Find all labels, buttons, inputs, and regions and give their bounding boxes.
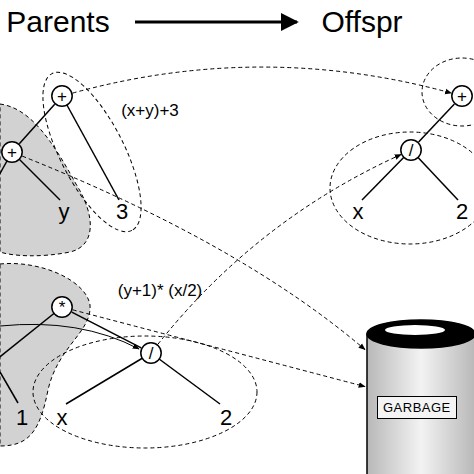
leaf-label: 3 [116,201,128,223]
operator-symbol: + [7,144,17,161]
heading-label: Offspr [321,7,402,37]
tree-branch [72,312,141,348]
circle-shape [141,343,161,363]
operator-symbol: / [149,345,154,362]
transfer-arrow [73,67,452,93]
tree-branch [19,104,54,144]
leaf-label: 2 [456,201,468,223]
bin-body [367,334,474,474]
operator-circle: + [1,141,23,163]
operator-circle: / [400,139,422,161]
heading-label: Parents [6,7,109,37]
leaf-label: 1 [16,407,28,429]
expression-label: (y+1)* (x/2) [118,282,203,299]
circle-shape [401,140,421,160]
leaf-label: x [353,201,364,223]
circle-shape [52,297,72,317]
transfer-arrow [158,155,401,345]
shaded-subtree [0,104,90,256]
circle-shape [2,142,22,162]
bin-highlight [385,325,445,335]
dashed-region [33,336,257,448]
circle-shape [452,86,472,106]
tree-branch [0,372,18,403]
tree-branch [66,353,151,404]
direction-arrow [135,21,297,24]
dashed-region [24,59,161,245]
circle-shape [52,86,72,106]
operator-symbol: + [457,88,467,105]
leaf-label: 2 [220,407,232,429]
transfer-arrow [73,310,365,387]
transfer-arrow [22,156,365,350]
garbage-bin: GARBAGE [365,318,474,474]
tree-branch [419,104,455,142]
operator-symbol: + [57,88,67,105]
operator-symbol: * [59,299,66,316]
leaf-label: x [57,407,68,429]
tree-branch [0,307,62,360]
bin-label: GARBAGE [377,396,457,419]
bin-lid [367,320,474,348]
dashed-region [330,132,474,244]
expression-label: (x+y)+3 [121,102,179,119]
operator-circle: + [51,85,73,107]
operator-circle: * [51,296,73,318]
leaf-label: y [59,201,70,223]
operator-circle: + [451,85,473,107]
tree-branch [151,353,220,404]
operator-symbol: / [409,142,414,159]
operator-circle: / [140,342,162,364]
shaded-subtree [0,263,90,446]
